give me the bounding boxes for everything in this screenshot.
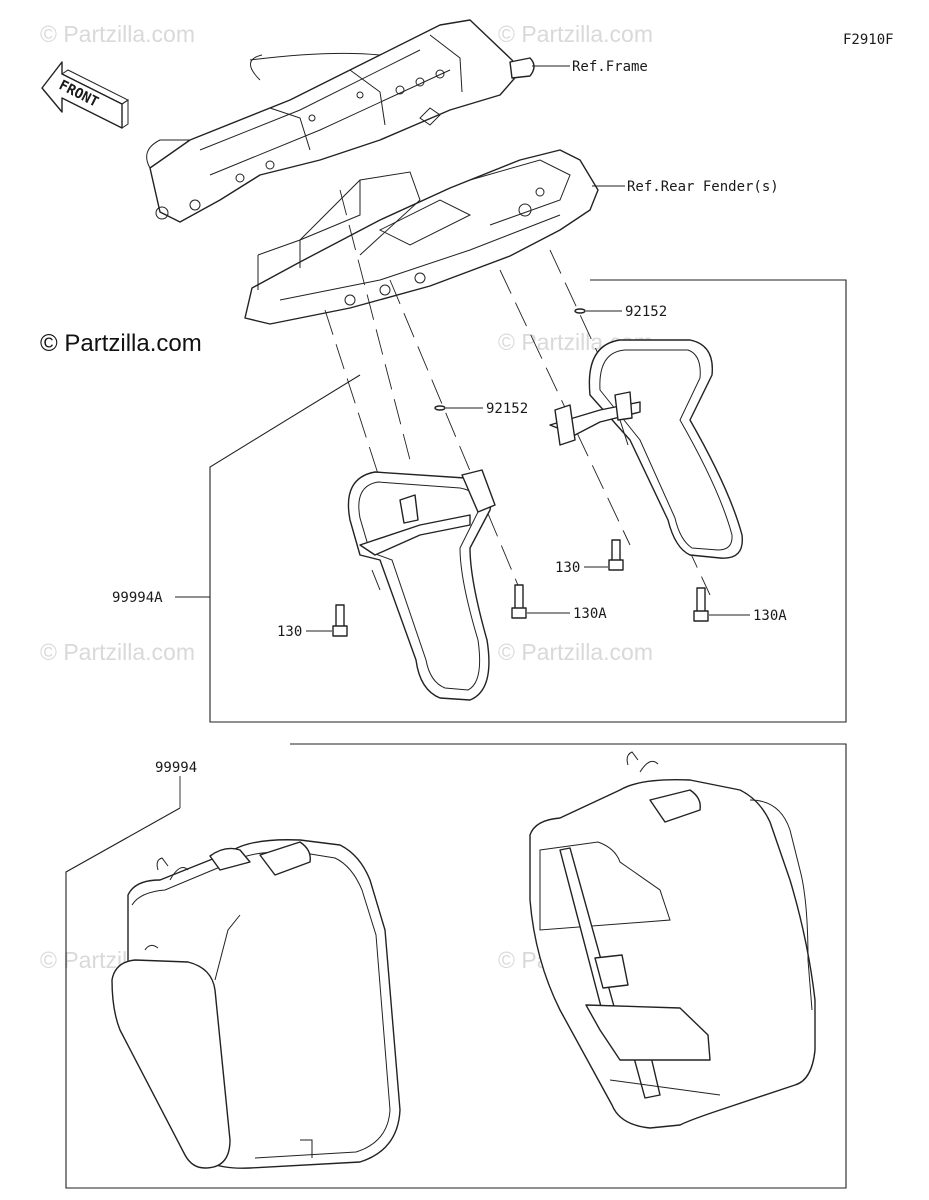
bracket-assembly-frame <box>209 279 847 723</box>
callout-99994a: 99994A <box>112 590 163 606</box>
callout-130a-left: 130A <box>573 606 607 622</box>
front-arrow-icon: FRONT <box>41 61 129 129</box>
bracket-right <box>549 339 744 559</box>
bolt-130a-left <box>511 584 527 619</box>
rear-fender-ref <box>244 149 599 325</box>
bolt-130-right <box>608 539 624 571</box>
callout-92152-right: 92152 <box>625 304 667 320</box>
watermark: © Partzilla.com <box>498 21 653 47</box>
washer-right <box>574 308 586 314</box>
callout-ref-frame: Ref.Frame <box>572 59 648 75</box>
callout-92152-left: 92152 <box>486 401 528 417</box>
saddlebag-kit-frame <box>65 743 847 1189</box>
copyright-notice: © Partzilla.com <box>40 330 202 357</box>
bracket-left <box>347 469 496 701</box>
saddlebag-right <box>529 751 816 1129</box>
figure-code: F2910F <box>843 32 894 48</box>
frame-ref <box>146 19 535 223</box>
callout-99994: 99994 <box>155 760 197 776</box>
watermark: © Partzilla.com <box>498 639 653 665</box>
washer-left <box>434 405 446 411</box>
watermark: © Partzilla.com <box>40 21 195 47</box>
callout-ref-rear-fender: Ref.Rear Fender(s) <box>627 179 779 195</box>
bolt-130-left <box>332 604 348 637</box>
watermark: © Partzilla.com <box>40 639 195 665</box>
bolt-130a-right <box>693 587 709 622</box>
callout-130a-right: 130A <box>753 608 787 624</box>
saddlebag-left <box>111 839 401 1169</box>
callout-130-right: 130 <box>555 560 580 576</box>
callout-130-left: 130 <box>277 624 302 640</box>
